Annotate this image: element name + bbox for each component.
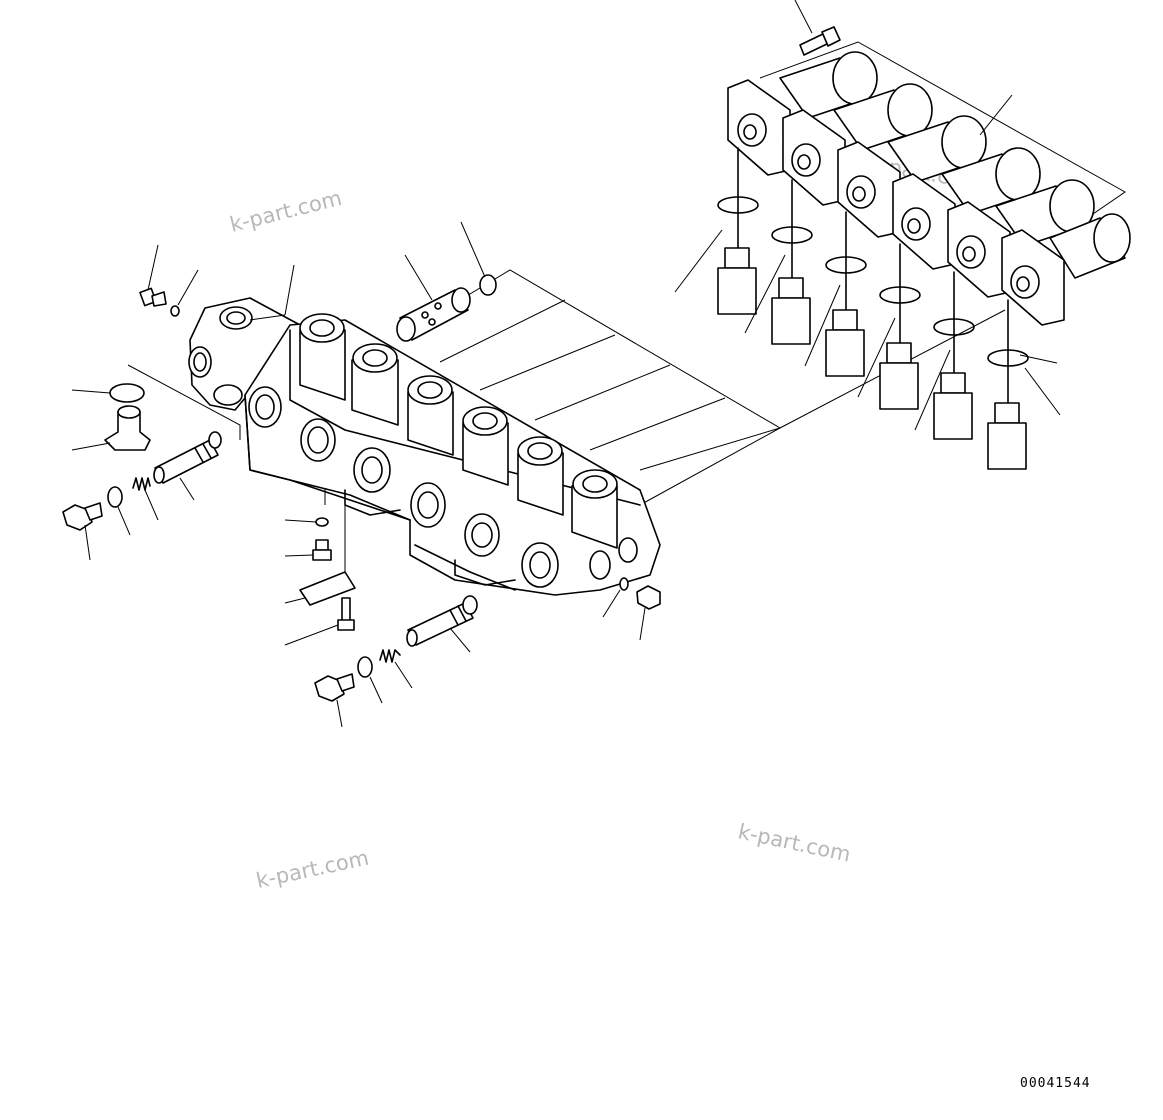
valve-body	[188, 297, 661, 596]
solenoid	[771, 83, 933, 345]
diagram-code: 00041544	[1020, 1076, 1091, 1091]
watermark: k-part.com	[227, 186, 344, 237]
o-ring	[315, 517, 329, 527]
valve-stem	[406, 595, 478, 647]
plug	[104, 405, 151, 451]
solenoid	[987, 213, 1131, 470]
solenoid-row	[717, 51, 1131, 470]
solenoid	[717, 51, 878, 315]
callout-leaders	[71, 0, 1061, 728]
plug-bolt	[139, 287, 167, 307]
spring	[379, 649, 401, 663]
solenoid	[825, 115, 987, 377]
o-ring	[619, 577, 629, 591]
spring	[132, 477, 151, 491]
watermark: k-part.com	[254, 846, 371, 893]
valve-stem	[153, 431, 222, 484]
bleed-screw	[312, 539, 332, 561]
solenoid	[879, 147, 1041, 410]
o-ring	[170, 305, 180, 317]
plug-bolt	[314, 673, 355, 702]
o-ring	[479, 274, 497, 296]
top-bosses	[299, 313, 618, 549]
plug-bolt	[636, 585, 661, 610]
front-ports	[248, 386, 638, 588]
plug-cap	[109, 383, 145, 403]
solenoid	[933, 179, 1095, 440]
spool	[396, 287, 471, 342]
watermark: k-part.com	[736, 819, 853, 866]
name-plate	[299, 571, 356, 606]
o-ring	[107, 486, 123, 508]
mounting-bolt	[799, 26, 841, 56]
bolt	[337, 597, 355, 631]
plug-bolt	[62, 502, 103, 531]
o-ring	[357, 656, 373, 678]
